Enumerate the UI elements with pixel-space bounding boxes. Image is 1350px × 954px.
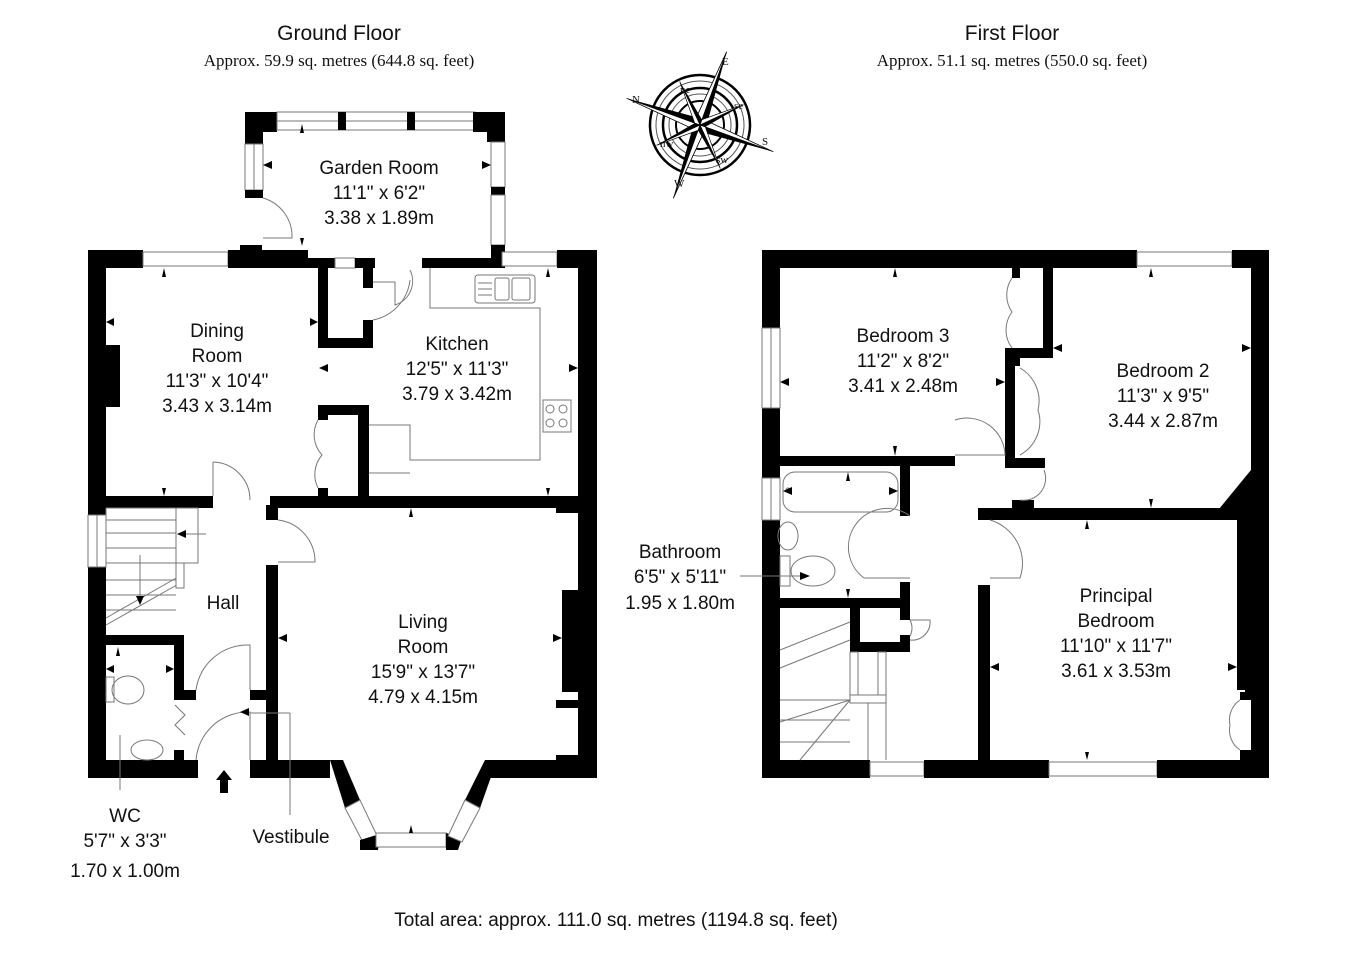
svg-text:Bathroom: Bathroom [639, 542, 721, 563]
svg-text:12'5" x 11'3": 12'5" x 11'3" [406, 359, 509, 380]
bath-icon [782, 471, 899, 513]
first-floor-header: First Floor Approx. 51.1 sq. metres (550… [877, 22, 1148, 70]
wc-toilet-icon [105, 675, 145, 705]
entrance-arrow-icon [216, 770, 232, 793]
svg-text:11'3" x 10'4": 11'3" x 10'4" [166, 371, 269, 392]
room-label-bedroom-2: Bedroom 2 11'3" x 9'5" 3.44 x 2.87m [1108, 361, 1218, 432]
total-area: Total area: approx. 111.0 sq. metres (11… [394, 910, 838, 931]
svg-text:3.41 x 2.48m: 3.41 x 2.48m [848, 376, 958, 397]
room-label-dining-room: Dining Room 11'3" x 10'4" 3.43 x 3.14m [162, 321, 272, 417]
room-label-vestibule: Vestibule [252, 827, 329, 848]
first-floor-fixtures [740, 471, 899, 761]
svg-text:3.38 x 1.89m: 3.38 x 1.89m [324, 208, 434, 229]
svg-text:WC: WC [109, 806, 141, 827]
ground-floor-header: Ground Floor Approx. 59.9 sq. metres (64… [204, 22, 475, 70]
svg-text:Bedroom: Bedroom [1077, 611, 1154, 632]
room-label-hall: Hall [207, 593, 240, 614]
svg-text:11'10" x 11'7": 11'10" x 11'7" [1060, 636, 1172, 657]
svg-text:3.61 x 3.53m: 3.61 x 3.53m [1061, 661, 1171, 682]
room-label-garden-room: Garden Room 11'1" x 6'2" 3.38 x 1.89m [319, 158, 438, 229]
svg-text:3.43 x 3.14m: 3.43 x 3.14m [162, 396, 272, 417]
room-label-wc: WC 5'7" x 3'3" 1.70 x 1.00m [70, 806, 180, 882]
svg-text:Garden Room: Garden Room [319, 158, 438, 179]
ground-floor-area: Approx. 59.9 sq. metres (644.8 sq. feet) [204, 51, 475, 70]
garden-room-walls [244, 111, 506, 246]
svg-text:Living: Living [398, 612, 448, 633]
ground-floor-plan: Garden Room 11'1" x 6'2" 3.38 x 1.89m Di… [70, 111, 597, 882]
ground-floor-internal-walls [88, 268, 597, 763]
svg-text:4.79 x 4.15m: 4.79 x 4.15m [368, 687, 478, 708]
hob-icon [542, 399, 572, 433]
room-label-kitchen: Kitchen 12'5" x 11'3" 3.79 x 3.42m [402, 334, 512, 405]
first-floor-plan: Bedroom 3 11'2" x 8'2" 3.41 x 2.48m Bedr… [625, 250, 1269, 778]
svg-text:3.79 x 3.42m: 3.79 x 3.42m [402, 384, 512, 405]
svg-text:Dining: Dining [190, 321, 244, 342]
first-floor-title: First Floor [965, 22, 1060, 45]
svg-text:11'1" x 6'2": 11'1" x 6'2" [333, 183, 425, 204]
bathroom-toilet-icon [779, 555, 836, 587]
svg-text:15'9" x 13'7": 15'9" x 13'7" [371, 662, 475, 683]
compass-label-nw: nw [660, 138, 674, 150]
svg-text:11'2" x 8'2": 11'2" x 8'2" [857, 351, 949, 372]
ground-floor-title: Ground Floor [277, 22, 401, 45]
svg-text:3.44 x 2.87m: 3.44 x 2.87m [1108, 411, 1218, 432]
first-floor-area: Approx. 51.1 sq. metres (550.0 sq. feet) [877, 51, 1148, 70]
room-label-bathroom: Bathroom 6'5" x 5'11" 1.95 x 1.80m [625, 542, 735, 614]
room-label-living-room: Living Room 15'9" x 13'7" 4.79 x 4.15m [368, 612, 478, 708]
compass-label-ne: ne [680, 84, 691, 96]
ground-floor-outer-walls [87, 245, 597, 850]
svg-text:Principal: Principal [1080, 586, 1153, 607]
room-label-bedroom-3: Bedroom 3 11'2" x 8'2" 3.41 x 2.48m [848, 326, 958, 397]
room-label-principal-bedroom: Principal Bedroom 11'10" x 11'7" 3.61 x … [1060, 586, 1172, 682]
svg-text:11'3" x 9'5": 11'3" x 9'5" [1117, 386, 1209, 407]
svg-text:Bedroom 2: Bedroom 2 [1117, 361, 1210, 382]
svg-text:Vestibule: Vestibule [252, 827, 329, 848]
ground-floor-stairs [105, 507, 206, 626]
ground-floor-fixtures [105, 268, 572, 815]
first-floor-internal-walls [780, 268, 1269, 763]
compass-label-w: W [674, 178, 685, 190]
svg-text:Kitchen: Kitchen [425, 334, 488, 355]
svg-text:Hall: Hall [207, 593, 240, 614]
compass-label-n: N [632, 94, 640, 106]
compass-label-sw: sw [716, 154, 728, 166]
svg-text:5'7" x 3'3": 5'7" x 3'3" [83, 831, 166, 852]
first-floor-stairs [779, 621, 887, 761]
compass-label-s: S [762, 136, 768, 148]
wc-basin-icon [130, 739, 164, 761]
svg-text:1.95 x 1.80m: 1.95 x 1.80m [625, 593, 735, 614]
ground-floor-dimension-arrows [106, 124, 578, 833]
svg-text:Bedroom 3: Bedroom 3 [857, 326, 950, 347]
compass-label-e: E [722, 56, 729, 68]
compass-label-se: se [734, 100, 743, 112]
svg-text:1.70 x 1.00m: 1.70 x 1.00m [70, 861, 180, 882]
bathroom-basin-icon [777, 521, 799, 551]
svg-text:Room: Room [398, 637, 449, 658]
svg-text:6'5" x 5'11": 6'5" x 5'11" [634, 567, 726, 588]
first-floor-dimension-arrows [780, 268, 1251, 760]
compass-rose-icon: E N S W ne se sw nw [626, 51, 774, 199]
kitchen-sink-icon [474, 274, 536, 304]
svg-text:Room: Room [192, 346, 243, 367]
